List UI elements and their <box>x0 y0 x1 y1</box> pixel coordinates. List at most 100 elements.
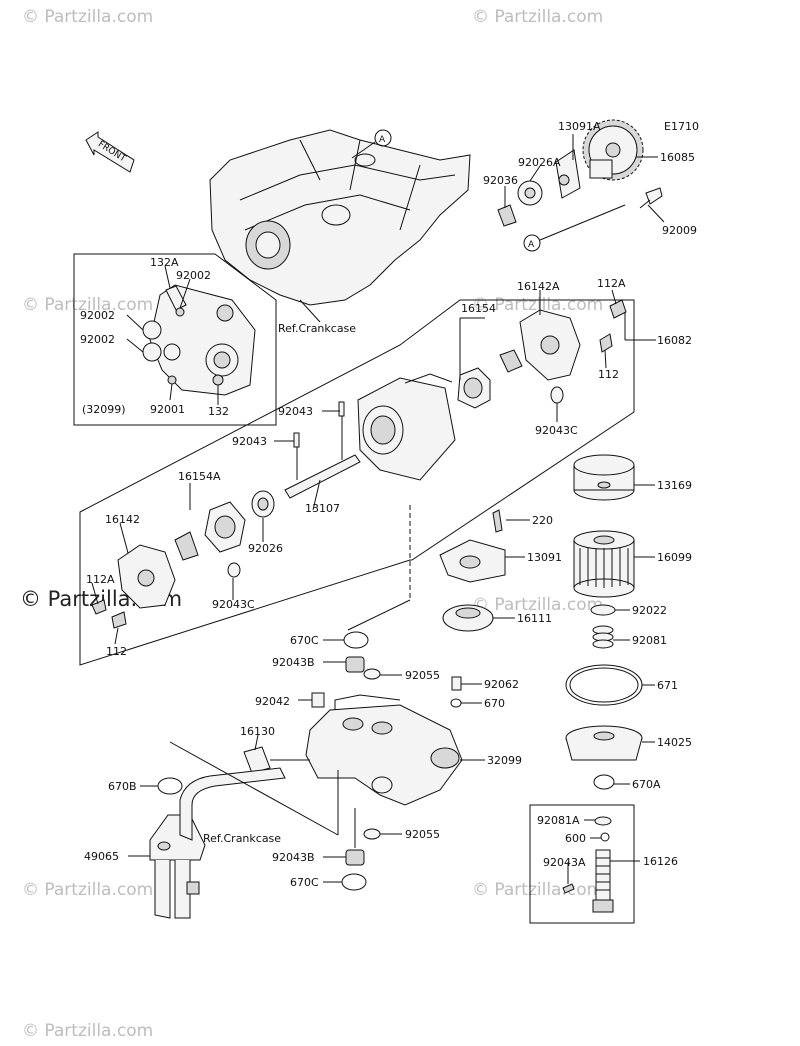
callout-a-right: A <box>523 204 626 252</box>
rotor-16154 <box>457 349 523 409</box>
part-label: 92081A <box>537 814 580 827</box>
part-label: 16130 <box>240 725 275 738</box>
part-label: 112A <box>597 277 626 290</box>
part-label: 92002 <box>176 269 211 282</box>
bolt-112-top <box>599 333 613 353</box>
part-label: 92043B <box>272 656 315 669</box>
pump-cover-16142 <box>117 544 176 609</box>
oil-strainer-49065 <box>149 767 286 919</box>
part-label: 670 <box>484 697 505 710</box>
leader-lines <box>91 134 665 884</box>
bushing-92042 <box>311 692 325 708</box>
part-label: 670B <box>108 780 137 793</box>
part-label: 16142A <box>517 280 560 293</box>
pin-92043-b <box>293 432 300 448</box>
dowel-92043b-top <box>345 656 365 673</box>
o-ring-670c-bottom <box>341 873 367 891</box>
part-label: 13169 <box>657 479 692 492</box>
part-label: 92042 <box>255 695 290 708</box>
pump-cover-132 <box>142 284 256 396</box>
front-arrow-icon: FRONT <box>85 131 135 173</box>
pin-92043a <box>562 883 575 894</box>
oil-pump-assembly-frame <box>79 299 635 666</box>
part-label: 92043 <box>232 435 267 448</box>
part-label: 112 <box>598 368 619 381</box>
part-label: 92043A <box>543 856 586 869</box>
part-label: 92022 <box>632 604 667 617</box>
part-label: 92036 <box>483 174 518 187</box>
rotor-16154a <box>174 501 246 561</box>
part-label: 16126 <box>643 855 678 868</box>
relief-valve-16126 <box>592 849 614 913</box>
o-ring-671 <box>565 664 643 706</box>
part-label: 16154 <box>461 302 496 315</box>
spring-92081 <box>592 625 614 649</box>
part-label: 49065 <box>84 850 119 863</box>
part-label: 92055 <box>405 828 440 841</box>
part-label: 670C <box>290 876 319 889</box>
bolt-112a-top <box>609 299 627 319</box>
part-label: 92009 <box>662 224 697 237</box>
oil-filter-16099 <box>573 530 635 598</box>
part-label: 132 <box>208 405 229 418</box>
part-label: 92026 <box>248 542 283 555</box>
collar-13091a <box>555 149 581 199</box>
inset-box-32099 <box>73 253 277 426</box>
part-label: 16085 <box>660 151 695 164</box>
o-ring-670 <box>450 698 462 708</box>
relief-valve-box <box>529 804 635 924</box>
part-label: 92055 <box>405 669 440 682</box>
part-label: 132A <box>150 256 179 269</box>
part-label: 92062 <box>484 678 519 691</box>
ref-crankcase-top: Ref.Crankcase <box>278 322 356 335</box>
filter-cover-13169 <box>573 454 635 501</box>
pump-housing <box>357 373 456 481</box>
watermark: © Partzilla.com <box>472 7 603 27</box>
part-label: 220 <box>532 514 553 527</box>
part-label: 92043C <box>535 424 578 437</box>
pump-cover-16142a <box>519 309 581 381</box>
part-label: 14025 <box>657 736 692 749</box>
part-label: 670A <box>632 778 661 791</box>
dowel-92043c-bottom <box>227 562 241 578</box>
part-label: 16142 <box>105 513 140 526</box>
dowel-92043c-top <box>550 386 564 404</box>
part-label: 16154A <box>178 470 221 483</box>
part-label: 92001 <box>150 403 185 416</box>
watermark: © Partzilla.com <box>22 1021 153 1041</box>
part-labels: 13091A 16085 92026A 92036 92009 132A 920… <box>80 120 697 889</box>
dowel-92043b-bottom <box>345 849 365 866</box>
valve-16130 <box>243 746 271 774</box>
bolt-112-bottom <box>111 611 127 629</box>
part-label: 92002 <box>80 309 115 322</box>
svg-text:A: A <box>528 240 535 250</box>
filter-cap-14025 <box>565 725 643 761</box>
o-ring-670c-top <box>343 631 369 649</box>
washer-92055-top <box>363 668 381 680</box>
part-label: 16099 <box>657 551 692 564</box>
oil-pump-gear <box>582 119 644 181</box>
circlip-92036 <box>497 204 517 227</box>
ref-crankcase-bottom: Ref.Crankcase <box>203 832 281 845</box>
part-label: 112 <box>106 645 127 658</box>
part-label: 16111 <box>517 612 552 625</box>
watermark: © Partzilla.com <box>22 7 153 27</box>
part-label: (32099) <box>82 403 126 416</box>
part-label: 92043B <box>272 851 315 864</box>
watermark: © Partzilla.com <box>22 880 153 900</box>
diagram-code: E1710 <box>664 120 699 133</box>
watermark: © Partzilla.com <box>22 295 153 315</box>
part-label: 92043C <box>212 598 255 611</box>
part-label: 600 <box>565 832 586 845</box>
ball-600 <box>600 832 610 842</box>
bolt-112a-bottom <box>91 599 107 615</box>
pin-92043-a <box>338 401 345 417</box>
part-label: 13091A <box>558 120 601 133</box>
part-label: 32099 <box>487 754 522 767</box>
watermark: © Partzilla.com <box>472 880 603 900</box>
callout-a-top: A <box>351 129 392 159</box>
part-label: 112A <box>86 573 115 586</box>
part-label: 671 <box>657 679 678 692</box>
svg-text:A: A <box>379 135 386 145</box>
